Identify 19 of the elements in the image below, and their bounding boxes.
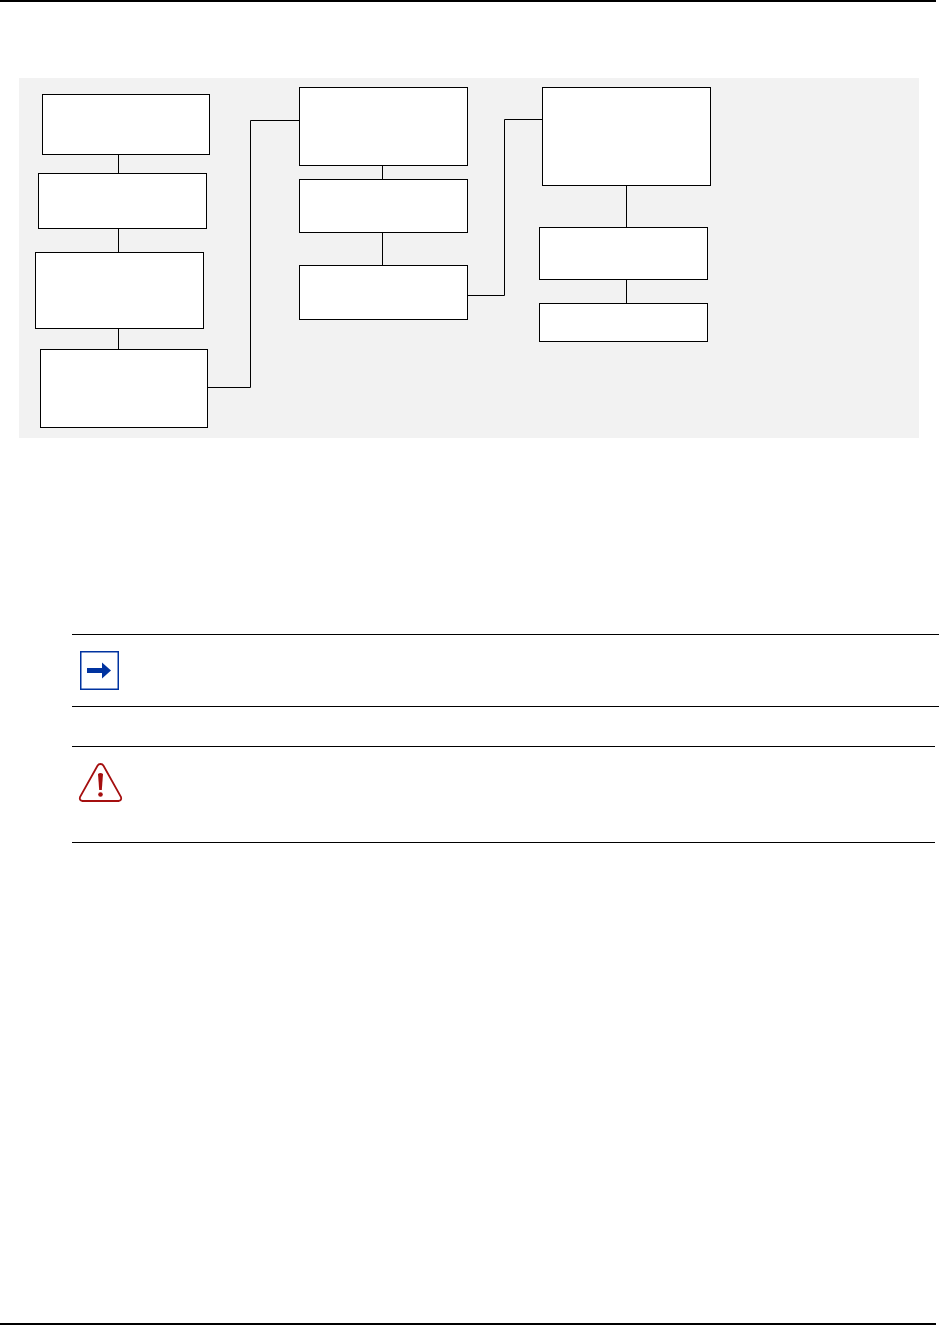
connector-line bbox=[118, 328, 119, 350]
connector-line bbox=[467, 119, 543, 296]
connector-line bbox=[382, 232, 383, 266]
process-box bbox=[299, 265, 468, 320]
process-box bbox=[539, 303, 708, 342]
process-box bbox=[299, 87, 468, 166]
connector-line bbox=[207, 120, 300, 388]
process-box bbox=[38, 173, 207, 229]
process-box bbox=[539, 227, 708, 280]
process-box bbox=[40, 349, 208, 428]
connector-line bbox=[626, 185, 627, 228]
connector-line bbox=[118, 154, 119, 174]
connector-line bbox=[382, 165, 383, 180]
process-box bbox=[42, 94, 210, 155]
connector-line bbox=[626, 279, 627, 304]
process-box bbox=[542, 87, 711, 186]
process-box bbox=[299, 179, 468, 233]
process-box bbox=[35, 252, 204, 329]
connector-line bbox=[118, 228, 119, 253]
